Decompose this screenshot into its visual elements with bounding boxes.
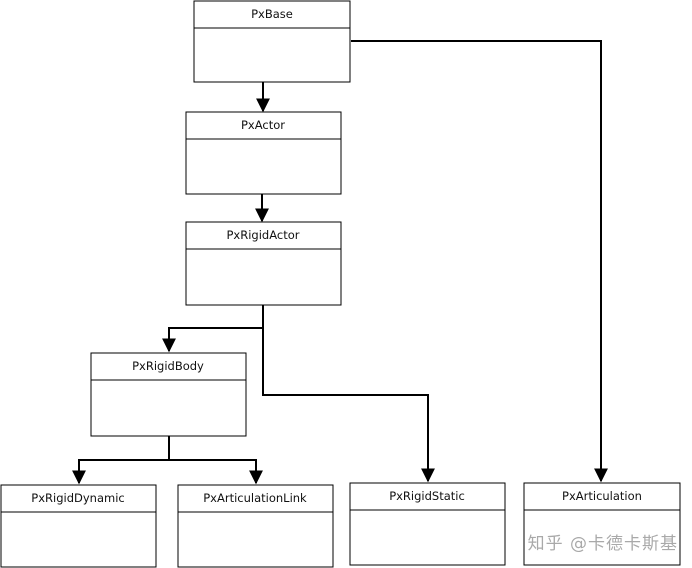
class-name-pxbase: PxBase [251,7,293,21]
class-box-pxbase: PxBase [193,0,351,83]
class-box-pxrigidbody: PxRigidBody [90,352,247,437]
edge-pxbase-pxarticulation [351,40,608,483]
class-box-pxarticulation: PxArticulation [523,482,681,566]
edge-pxrigidactor-pxrigidstatic [262,328,435,483]
watermark: 知乎 @卡德卡斯基 [527,534,678,554]
class-name-pxrigidactor: PxRigidActor [227,228,300,242]
class-name-pxrigiddynamic: PxRigidDynamic [31,491,124,505]
class-name-pxactor: PxActor [241,118,285,132]
class-box-pxarticulationlink: PxArticulationLink [177,484,334,568]
class-box-pxrigidstatic: PxRigidStatic [349,482,506,566]
class-name-pxrigidbody: PxRigidBody [132,359,204,373]
class-box-pxrigiddynamic: PxRigidDynamic [0,484,157,568]
class-box-pxactor: PxActor [185,111,342,195]
class-name-pxarticulation: PxArticulation [562,489,642,503]
class-name-pxarticulationlink: PxArticulationLink [203,491,307,505]
edge-pxrigidbody-pxarticulationlink [169,459,263,485]
edge-pxrigidactor-pxrigidbody [162,305,264,353]
class-name-pxrigidstatic: PxRigidStatic [389,489,465,503]
edge-pxrigidbody-pxrigiddynamic [72,436,170,485]
class-box-pxrigidactor: PxRigidActor [185,221,342,306]
connectors [72,40,608,485]
